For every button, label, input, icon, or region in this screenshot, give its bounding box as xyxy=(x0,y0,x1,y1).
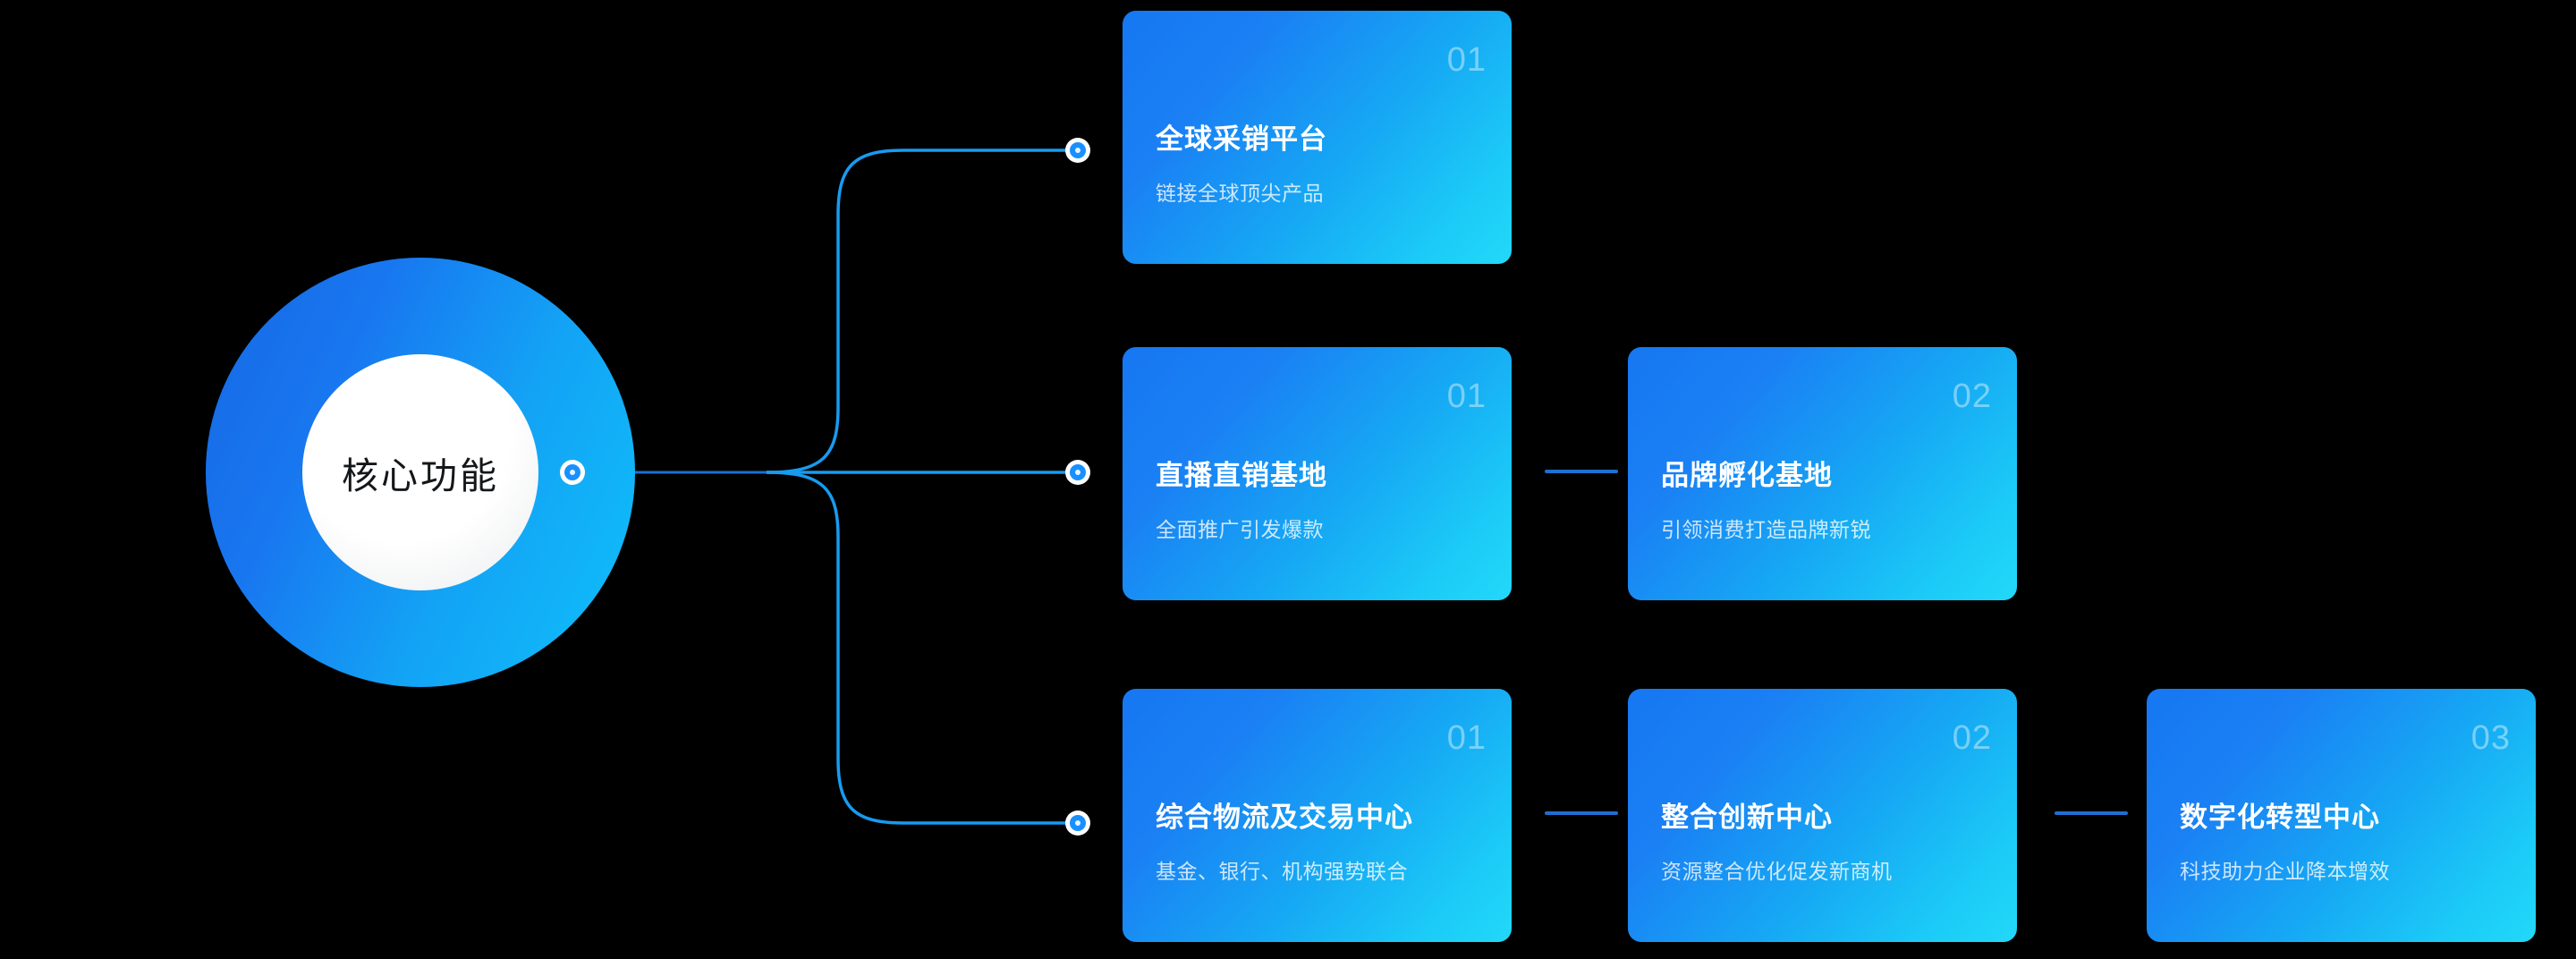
card-link-dash-row3-2 xyxy=(2055,811,2128,815)
card-title: 全球采销平台 xyxy=(1156,123,1327,155)
card-link-dash-row2-1 xyxy=(1545,470,1618,473)
card-subtitle: 资源整合优化促发新商机 xyxy=(1661,860,1893,883)
central-hub[interactable]: 核心功能 xyxy=(206,258,635,687)
card-subtitle: 科技助力企业降本增效 xyxy=(2180,860,2390,883)
card-title: 直播直销基地 xyxy=(1156,460,1327,491)
card-number: 01 xyxy=(1446,719,1487,757)
card-number: 03 xyxy=(2470,719,2511,757)
central-hub-inner-circle: 核心功能 xyxy=(302,354,538,590)
card-digital-transformation-center[interactable]: 03 数字化转型中心 科技助力企业降本增效 xyxy=(2147,689,2536,942)
card-integration-innovation-center[interactable]: 02 整合创新中心 资源整合优化促发新商机 xyxy=(1628,689,2017,942)
branch-endpoint-dot-middle xyxy=(1065,460,1090,485)
card-number: 01 xyxy=(1446,41,1487,79)
card-title: 品牌孵化基地 xyxy=(1661,460,1833,491)
card-subtitle: 链接全球顶尖产品 xyxy=(1156,182,1324,205)
card-link-dash-row3-1 xyxy=(1545,811,1618,815)
card-livestream-direct-sales-base[interactable]: 01 直播直销基地 全面推广引发爆款 xyxy=(1123,347,1512,600)
branch-endpoint-dot-top xyxy=(1065,138,1090,163)
card-number: 02 xyxy=(1952,378,1992,415)
branch-endpoint-dot-bottom xyxy=(1065,810,1090,836)
card-title: 综合物流及交易中心 xyxy=(1156,802,1413,833)
card-number: 02 xyxy=(1952,719,1992,757)
central-hub-label: 核心功能 xyxy=(342,455,499,496)
card-title: 整合创新中心 xyxy=(1661,802,1833,833)
card-integrated-logistics-trading-center[interactable]: 01 综合物流及交易中心 基金、银行、机构强势联合 xyxy=(1123,689,1512,942)
branch-line-bottom xyxy=(766,471,1066,825)
card-global-sourcing-platform[interactable]: 01 全球采销平台 链接全球顶尖产品 xyxy=(1123,11,1512,264)
card-brand-incubation-base[interactable]: 02 品牌孵化基地 引领消费打造品牌新锐 xyxy=(1628,347,2017,600)
card-number: 01 xyxy=(1446,378,1487,415)
branch-line-top xyxy=(766,149,1066,474)
card-subtitle: 引领消费打造品牌新锐 xyxy=(1661,518,1871,541)
card-subtitle: 全面推广引发爆款 xyxy=(1156,518,1324,541)
card-subtitle: 基金、银行、机构强势联合 xyxy=(1156,860,1408,883)
card-title: 数字化转型中心 xyxy=(2180,802,2380,833)
